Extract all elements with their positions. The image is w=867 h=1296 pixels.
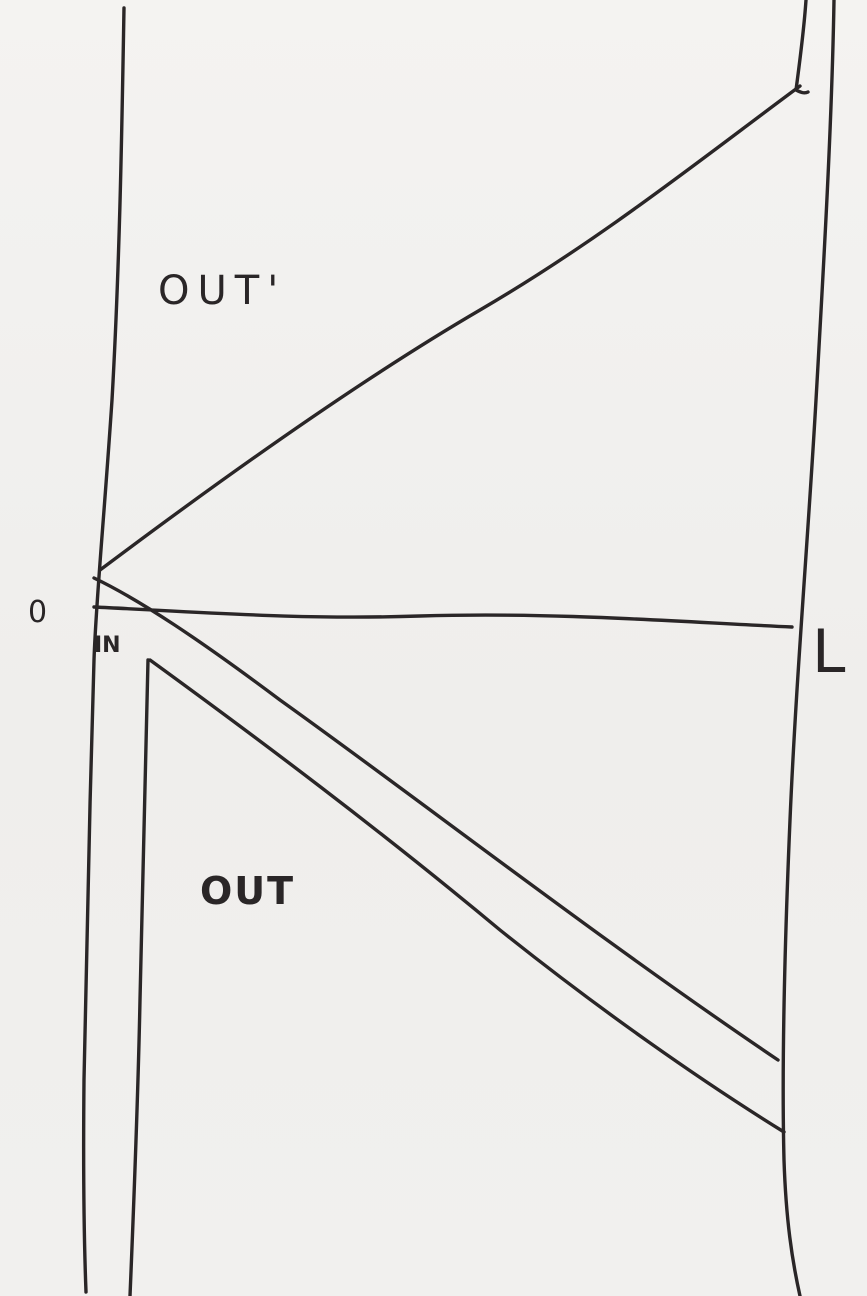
left-boundary-line: [81, 6, 126, 1294]
inner-channel-line: [128, 658, 150, 1296]
label-origin-zero: 0: [28, 595, 47, 630]
right-edge-tick: [794, 0, 810, 95]
upper-diagonal-line: [98, 84, 802, 572]
label-length-L: L: [812, 617, 846, 687]
baseline-0-to-L: [92, 605, 794, 629]
lower-band-bottom-line: [148, 658, 786, 1134]
label-out: OUT: [200, 869, 295, 913]
label-in: IN: [94, 633, 121, 658]
lower-band-top-line: [92, 576, 780, 1062]
right-boundary-line: [781, 0, 836, 1296]
label-out-prime: OUT': [158, 268, 286, 314]
